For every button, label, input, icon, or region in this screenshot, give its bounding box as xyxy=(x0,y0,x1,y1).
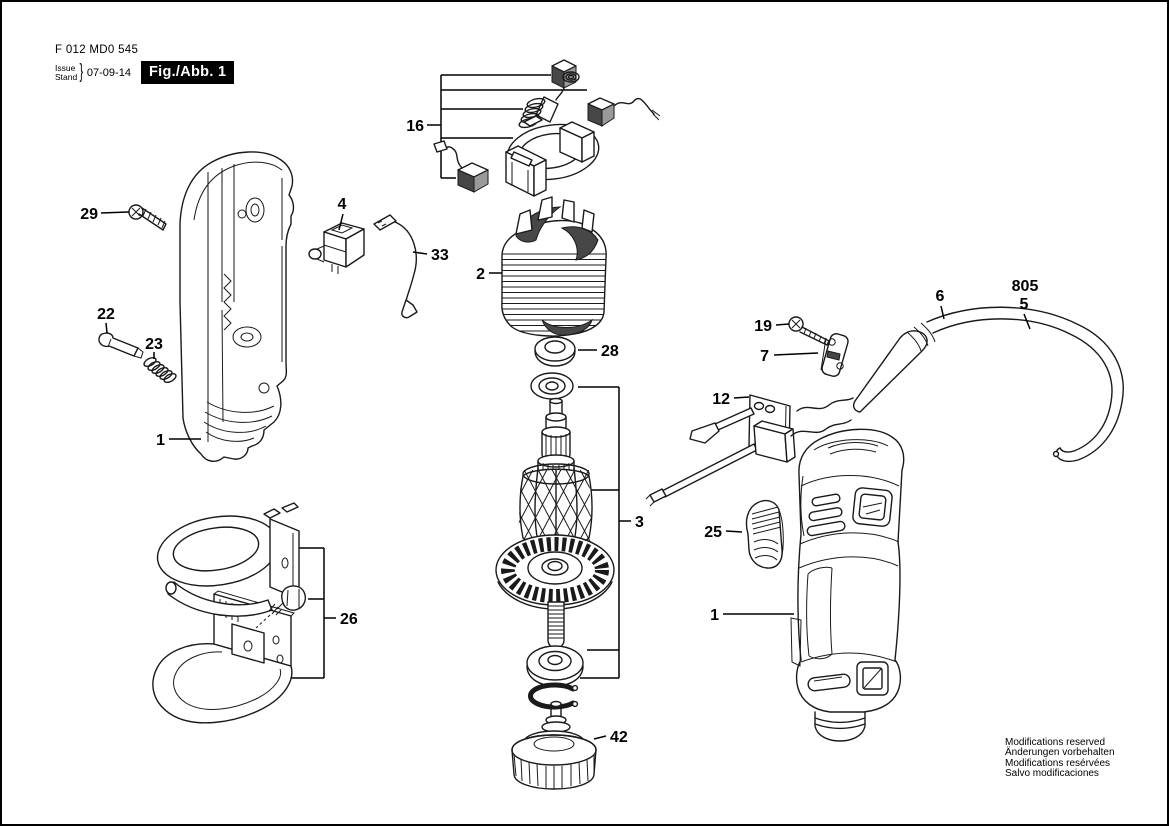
callout-6: 6 xyxy=(936,288,945,305)
slider-25-drawing xyxy=(745,499,784,569)
leader-lines xyxy=(100,211,1031,740)
cord-6-5-drawing xyxy=(790,306,1124,463)
issue-stand-label: Issue Stand xyxy=(55,62,78,82)
callout-19: 19 xyxy=(754,318,772,335)
armature-3-drawing xyxy=(495,372,631,710)
stand-label: Stand xyxy=(55,71,78,82)
stator-2-drawing xyxy=(501,196,607,337)
callout-1-left: 1 xyxy=(156,432,165,449)
pin-22-drawing xyxy=(98,332,144,359)
module-12-drawing xyxy=(645,394,796,507)
callout-25: 25 xyxy=(704,524,722,541)
callout-22: 22 xyxy=(97,306,115,323)
issue-date: 07-09-14 xyxy=(86,66,131,79)
callout-2: 2 xyxy=(476,266,485,283)
modifications-line-es: Salvo modificaciones xyxy=(1005,768,1099,780)
modifications-line-en: Modifications reserved xyxy=(1005,737,1106,748)
bearing-28-drawing xyxy=(534,336,576,367)
callout-5: 5 xyxy=(1020,296,1029,313)
callout-23: 23 xyxy=(145,336,163,353)
nose-cap-42-drawing xyxy=(511,700,597,790)
callout-29: 29 xyxy=(80,206,98,223)
callout-1-right: 1 xyxy=(710,607,719,624)
spring-23-drawing xyxy=(143,356,177,384)
screw-19-drawing xyxy=(788,316,830,346)
figure-label: Fig./Abb. 1 xyxy=(140,61,235,84)
callout-26: 26 xyxy=(340,611,358,628)
screw-29-drawing xyxy=(128,204,167,231)
brush-set-16-drawing xyxy=(427,59,661,197)
modifications-line-fr: Modifications resérvées xyxy=(1005,757,1111,769)
cord-clip-7-drawing xyxy=(820,333,849,377)
stand-set-26-drawing xyxy=(152,502,336,724)
brace-glyph: } xyxy=(79,61,84,83)
callout-33: 33 xyxy=(431,247,449,264)
wire-33-drawing xyxy=(373,214,418,319)
callout-7: 7 xyxy=(760,348,769,365)
modifications-line-de: Änderungen vorbehalten xyxy=(1005,747,1115,759)
switch-4-drawing xyxy=(308,222,365,274)
callout-42: 42 xyxy=(610,729,628,746)
callout-4: 4 xyxy=(338,196,347,213)
callout-12: 12 xyxy=(712,391,730,408)
document-number: F 012 MD0 545 xyxy=(55,44,139,56)
housing-shell-drawing xyxy=(179,151,295,462)
housing-1-drawing xyxy=(790,428,905,742)
title-block: F 012 MD0 545 Issue Stand } 07-09-14 Fig… xyxy=(55,44,235,84)
callout-labels: 29 22 23 1 4 33 16 2 28 3 42 26 19 7 12 … xyxy=(80,118,1038,746)
callout-28: 28 xyxy=(601,343,619,360)
callout-3: 3 xyxy=(635,514,644,531)
callout-16: 16 xyxy=(406,118,424,135)
callout-805: 805 xyxy=(1012,278,1039,295)
issue-label: Issue xyxy=(55,62,76,73)
modifications-note: Modifications reserved Änderungen vorbeh… xyxy=(1005,737,1115,780)
